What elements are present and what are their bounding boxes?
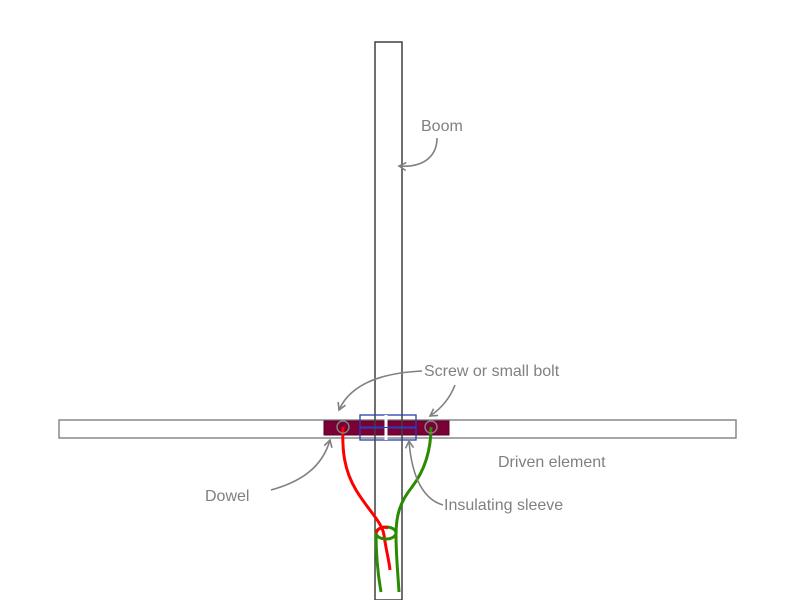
screw-label: Screw or small bolt (424, 363, 560, 380)
screw-right (424, 420, 438, 434)
screw-callout-arrow-right (428, 384, 456, 417)
boom-callout-arrow (397, 137, 438, 172)
screw-left (336, 420, 350, 434)
boom-label: Boom (421, 118, 463, 135)
green-wire (394, 426, 433, 593)
dowel-label: Dowel (205, 488, 250, 505)
feedline-loop (374, 525, 398, 593)
insulating-sleeve (359, 414, 417, 441)
screw-callout-arrow-left (337, 370, 423, 412)
boom (374, 41, 403, 600)
driven-element-label: Driven element (498, 454, 606, 471)
dowel-callout-arrow (270, 438, 333, 491)
insulating-sleeve-label: Insulating sleeve (444, 497, 564, 514)
sleeve-callout-arrow (404, 439, 444, 506)
red-wire (341, 426, 392, 571)
